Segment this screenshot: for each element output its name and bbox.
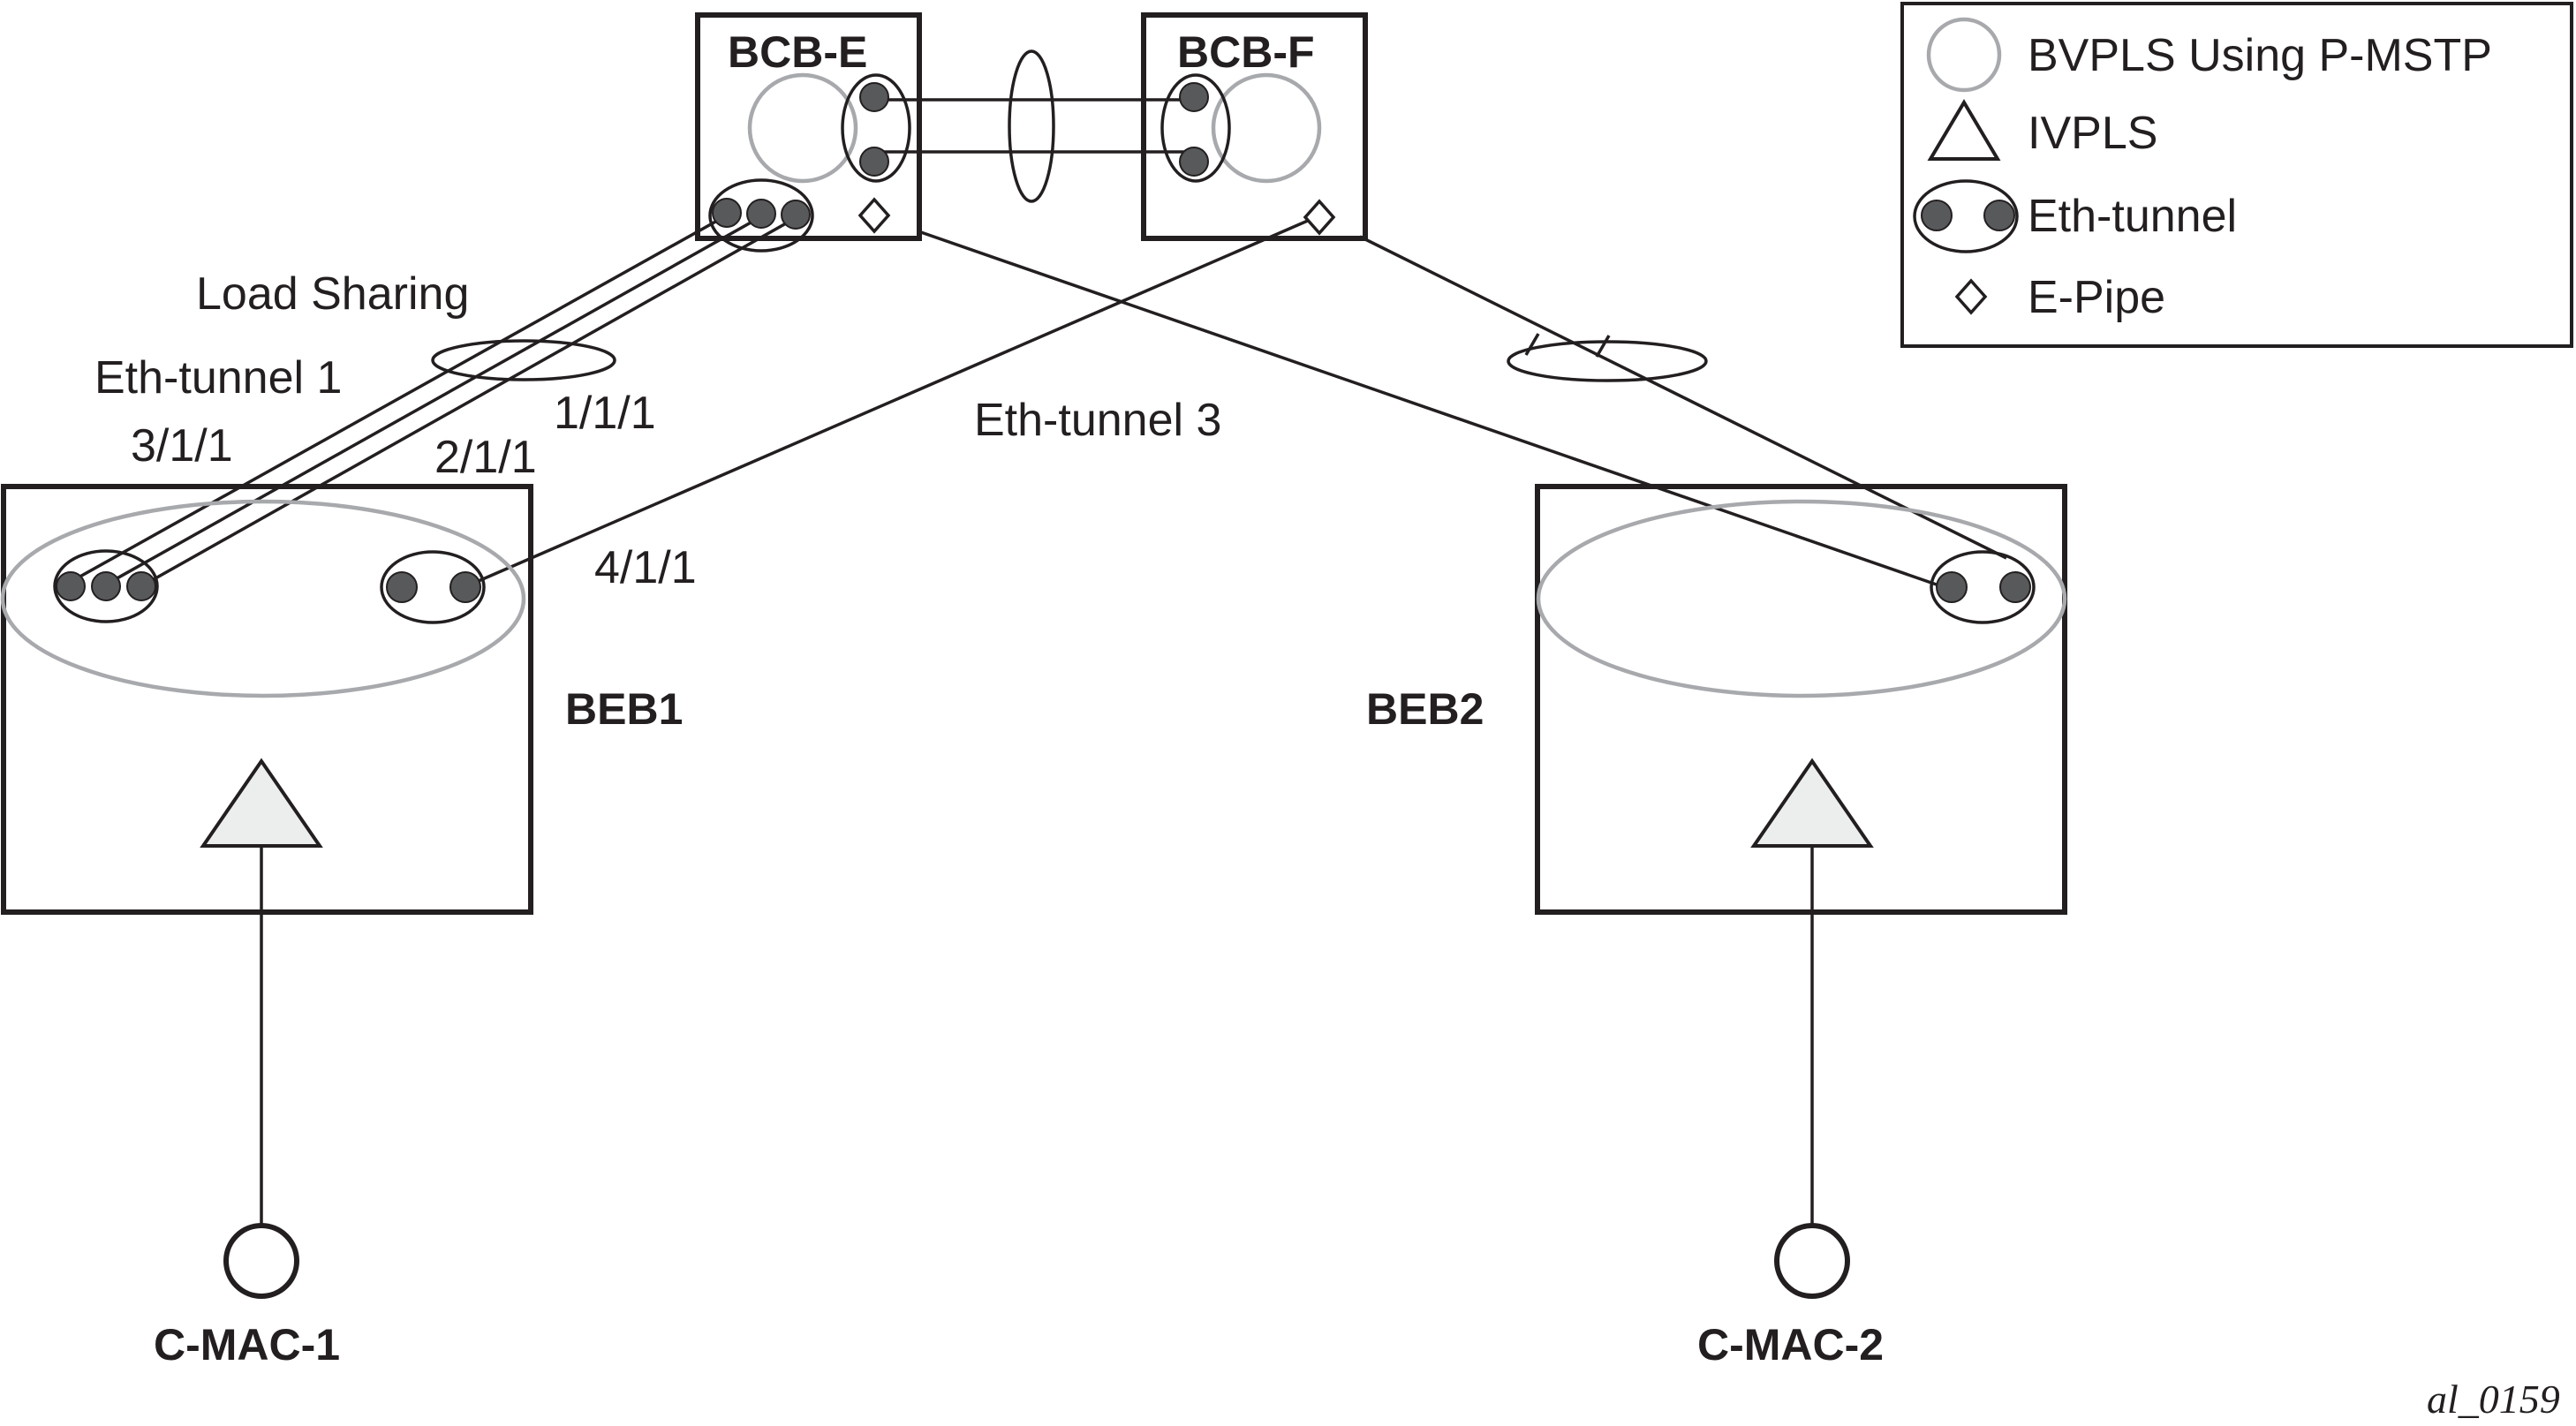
cmac1-circle <box>223 1223 299 1299</box>
blocked-mark-1 <box>1524 333 1540 356</box>
tunnel-dot <box>1179 82 1209 112</box>
legend-ivpls-icon <box>1927 99 2001 161</box>
blocked-mark-2 <box>1595 335 1611 358</box>
legend-ivpls-text: IVPLS <box>2028 108 2157 159</box>
legend: BVPLS Using P-MSTP IVPLS Eth-tunnel E-Pi… <box>1900 2 2573 348</box>
port-111-label: 1/1/1 <box>554 388 656 439</box>
port-411-label: 4/1/1 <box>594 542 697 593</box>
link-bcbf-beb2 <box>1359 235 2007 560</box>
link-211 <box>105 212 767 586</box>
legend-box <box>1900 2 2573 348</box>
bcb-f-label: BCB-F <box>1177 27 1315 77</box>
legend-eth-tunnel-dot <box>1921 200 1953 231</box>
beb2-ivpls-triangle <box>1750 758 1874 848</box>
beb2-link-group-ellipse <box>1507 340 1708 382</box>
tunnel-dot <box>449 571 481 603</box>
legend-eth-tunnel-icon <box>1913 179 2019 253</box>
tunnel-dot <box>746 199 776 229</box>
beb1-bvpls-ellipse <box>0 499 526 698</box>
bcb-f-bvpls-circle <box>1211 72 1322 184</box>
bcb-e-tunnel-right <box>841 73 911 183</box>
beb2-box <box>1535 484 2067 915</box>
port-311-label: 3/1/1 <box>131 420 233 472</box>
tunnel-dot <box>1999 571 2031 603</box>
legend-eth-tunnel-text: Eth-tunnel <box>2028 191 2237 242</box>
link-bcbe-beb2 <box>918 230 1953 592</box>
load-sharing-ellipse <box>431 339 616 381</box>
connection-lines <box>68 98 2007 1226</box>
tunnel-dot <box>126 571 156 601</box>
beb1-label: BEB1 <box>565 684 683 734</box>
legend-eth-tunnel-dot <box>1983 200 2015 231</box>
bcb-f-box <box>1141 12 1368 241</box>
link-311 <box>68 210 734 585</box>
cmac2-circle <box>1774 1223 1850 1299</box>
bcb-e-tunnel-bottom <box>708 178 814 253</box>
eth-tunnel-3-label: Eth-tunnel 3 <box>974 395 1221 446</box>
eth-tunnel-1-label: Eth-tunnel 1 <box>94 352 342 404</box>
beb1-box <box>1 484 533 915</box>
beb1-tunnel-3 <box>380 550 486 624</box>
cmac2-label: C-MAC-2 <box>1697 1320 1884 1369</box>
legend-bvpls-text: BVPLS Using P-MSTP <box>2028 30 2492 81</box>
tunnel-dot <box>91 571 121 601</box>
cmac1-label: C-MAC-1 <box>154 1320 340 1369</box>
tunnel-dot <box>386 571 418 603</box>
bcb-e-label: BCB-E <box>728 27 867 77</box>
tunnel-dot <box>56 571 86 601</box>
tunnel-dot <box>1936 571 1968 603</box>
legend-epipe-icon <box>1954 278 1988 315</box>
beb2-tunnel <box>1930 550 2036 624</box>
port-211-label: 2/1/1 <box>434 432 537 483</box>
beb1-tunnel-1 <box>53 549 159 623</box>
tunnel-dot <box>859 147 889 177</box>
legend-epipe-text: E-Pipe <box>2028 272 2165 323</box>
legend-bvpls-icon <box>1926 17 2002 93</box>
beb1-ivpls-triangle <box>200 758 323 848</box>
bcb-e-epipe-diamond <box>857 197 891 234</box>
tunnel-dot <box>859 82 889 112</box>
bcb-f-epipe-diamond <box>1303 199 1336 236</box>
beb2-label: BEB2 <box>1366 684 1484 734</box>
link-111 <box>140 214 801 588</box>
tunnel-dot <box>781 200 811 230</box>
tunnel-dot <box>712 198 742 228</box>
bcb-f-tunnel-left <box>1160 73 1231 183</box>
load-sharing-label: Load Sharing <box>196 268 469 320</box>
bcb-e-box <box>695 12 922 241</box>
beb2-bvpls-ellipse <box>1536 499 2067 698</box>
bcb-e-bvpls-circle <box>747 72 858 184</box>
bcbe-bcbf-link-group-ellipse <box>1008 49 1055 203</box>
link-411 <box>465 215 1317 588</box>
tunnel-dot <box>1179 147 1209 177</box>
figure-id: al_0159 <box>2427 1377 2560 1422</box>
